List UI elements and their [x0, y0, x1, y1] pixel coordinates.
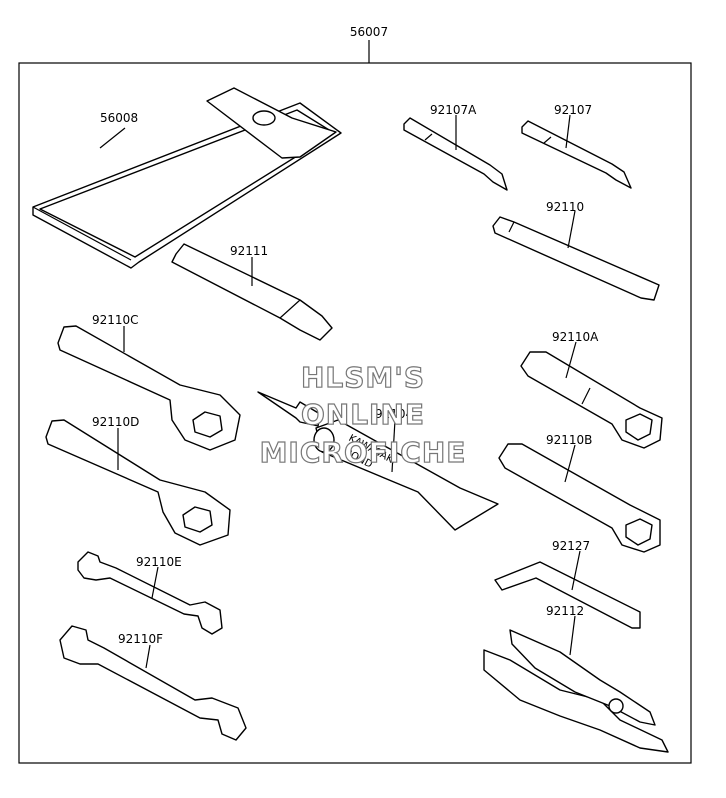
- box-wrench-c: [57, 325, 241, 451]
- leader-pouch: [99, 127, 126, 149]
- label-socket-wrench-b: 92110B: [546, 433, 592, 447]
- bond-tube: KAWASAKI BOND: [257, 391, 499, 531]
- label-bond-tube: 92104: [375, 407, 413, 421]
- label-pouch: 56008: [100, 111, 138, 125]
- leader-bond-tube: [391, 419, 396, 473]
- label-extension-bar: 92111: [230, 244, 268, 258]
- label-socket-wrench-a: 92110A: [552, 330, 599, 344]
- watermark-line-3: MICROFICHE: [260, 436, 467, 469]
- leader-socket-wrench-b: [564, 444, 576, 483]
- leader-pliers: [569, 615, 576, 656]
- screwdriver-a: [403, 117, 508, 191]
- pliers: [483, 629, 669, 753]
- screwdriver: [521, 120, 632, 189]
- label-box-wrench-d: 92110D: [92, 415, 139, 429]
- watermark-line-1: HLSM'S: [301, 361, 425, 394]
- label-hex-key: 92127: [552, 539, 590, 553]
- label-screwdriver-a: 92107A: [430, 103, 477, 117]
- hex-key: [494, 561, 641, 629]
- tool-pouch: [32, 87, 342, 269]
- open-wrench-e: [77, 551, 223, 635]
- label-screwdriver: 92107: [554, 103, 592, 117]
- label-open-wrench-f: 92110F: [118, 632, 163, 646]
- leader-open-wrench-f: [145, 644, 151, 669]
- leader-socket-wrench-a: [565, 341, 577, 379]
- label-open-wrench-e: 92110E: [136, 555, 182, 569]
- label-handle-bar: 92110: [546, 200, 584, 214]
- watermark-line-2: ONLINE: [301, 398, 425, 431]
- handle-bar: [492, 216, 660, 301]
- leader-handle-bar: [567, 210, 576, 249]
- socket-wrench-a: [520, 351, 663, 449]
- assembly-number: 56007: [350, 25, 388, 39]
- open-wrench-f: [59, 625, 247, 741]
- leader-screwdriver: [565, 114, 571, 149]
- assembly-frame: [18, 62, 692, 764]
- socket-wrench-b: [498, 443, 661, 553]
- extension-bar: [171, 243, 333, 341]
- box-wrench-d: [45, 419, 231, 546]
- label-box-wrench-c: 92110C: [92, 313, 139, 327]
- label-pliers: 92112: [546, 604, 584, 618]
- leader-open-wrench-e: [151, 566, 159, 599]
- leader-hex-key: [571, 550, 581, 591]
